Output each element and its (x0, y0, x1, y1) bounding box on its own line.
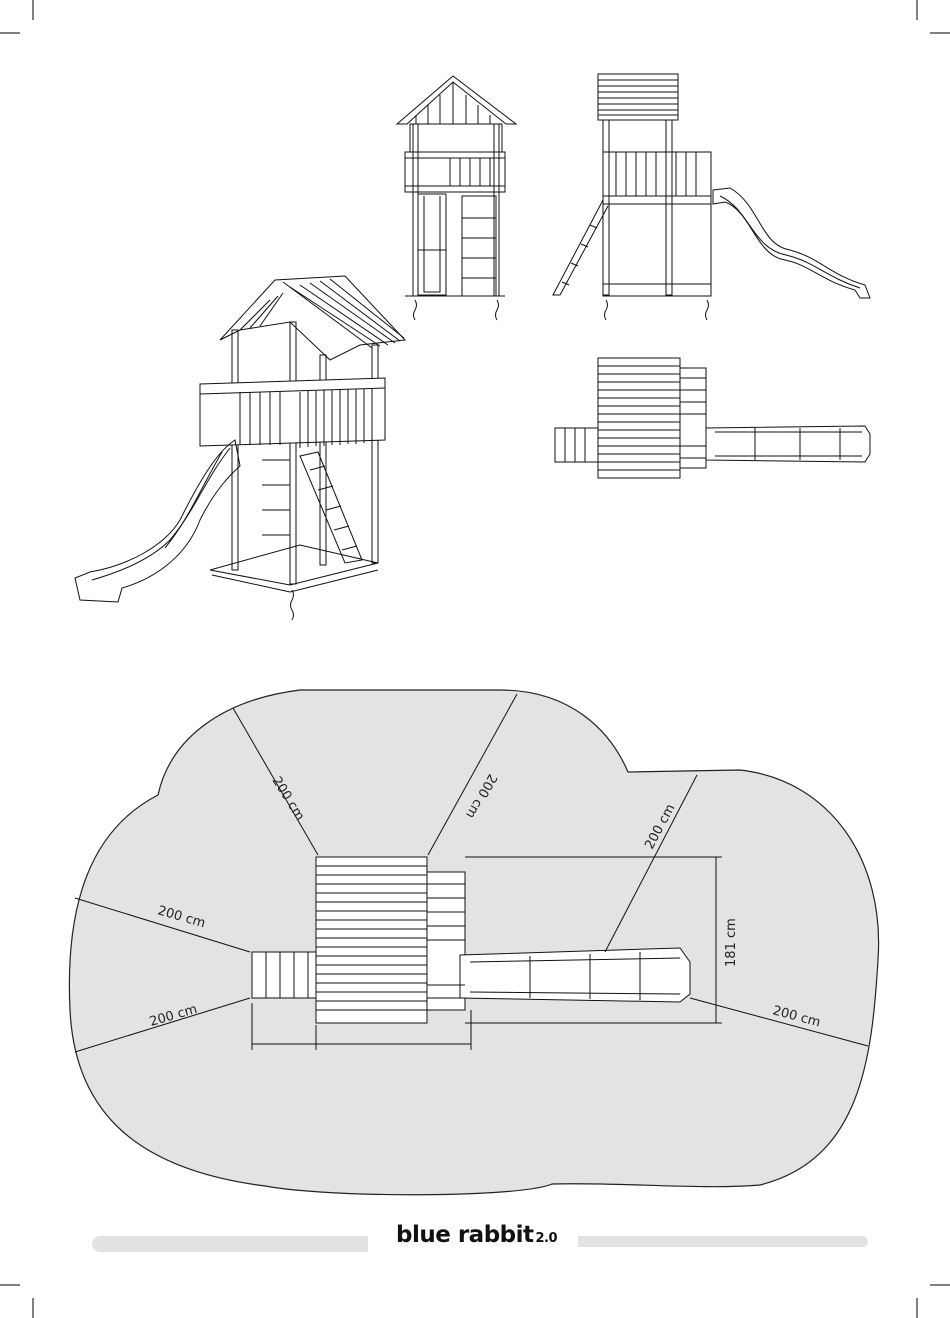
footer-bar-left (92, 1236, 368, 1252)
safety-zone-plan: 200 cm 200 cm 200 cm 200 cm 200 cm 200 c… (69, 690, 878, 1195)
footer-bar-right (578, 1236, 868, 1247)
brand-name: blue rabbit (396, 1222, 534, 1248)
isometric-view (75, 276, 405, 620)
brand-version: 2.0 (536, 1231, 558, 1246)
dim-height: 181 cm (724, 918, 739, 967)
front-view (397, 76, 516, 320)
top-view (555, 358, 870, 478)
side-view (553, 74, 870, 320)
safety-zone-area (69, 690, 878, 1195)
